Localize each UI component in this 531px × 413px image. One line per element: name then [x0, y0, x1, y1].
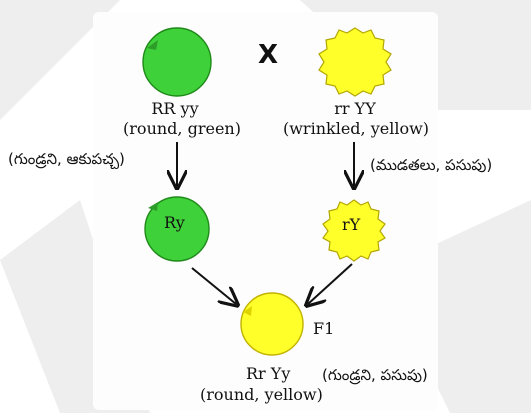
- parent-right-phenotype: (wrinkled, yellow): [282, 119, 430, 138]
- parent-wrinkled-yellow-pea: [318, 27, 392, 97]
- offspring-genotype: Rr Yy: [246, 364, 291, 383]
- gamete-ry-pea: [144, 196, 210, 262]
- parent-round-green-pea: [142, 27, 212, 97]
- telugu-label-left: (గుండ్రని, ఆకుపచ్చ): [8, 150, 125, 168]
- parent-left-phenotype: (round, green): [123, 119, 241, 138]
- gamete-ry-wrinkled-pea: [322, 199, 386, 262]
- generation-label: F1: [313, 319, 335, 338]
- offspring-phenotype: (round, yellow): [200, 385, 323, 404]
- parent-right-genotype: rr YY: [334, 99, 376, 118]
- arrow-left-to-f1: [191, 267, 236, 304]
- telugu-label-right: (ముడతలు, పసుపు): [370, 156, 493, 174]
- telugu-label-offspring: (గుండ్రని, పసుపు): [322, 366, 428, 384]
- parent-left-genotype: RR yy: [151, 99, 199, 118]
- cross-symbol: X: [258, 40, 279, 70]
- arrow-right-to-f1: [308, 263, 353, 304]
- gamete-right-label: rY: [342, 215, 361, 234]
- f1-round-yellow-pea: [240, 292, 304, 356]
- gamete-left-label: Ry: [164, 213, 185, 232]
